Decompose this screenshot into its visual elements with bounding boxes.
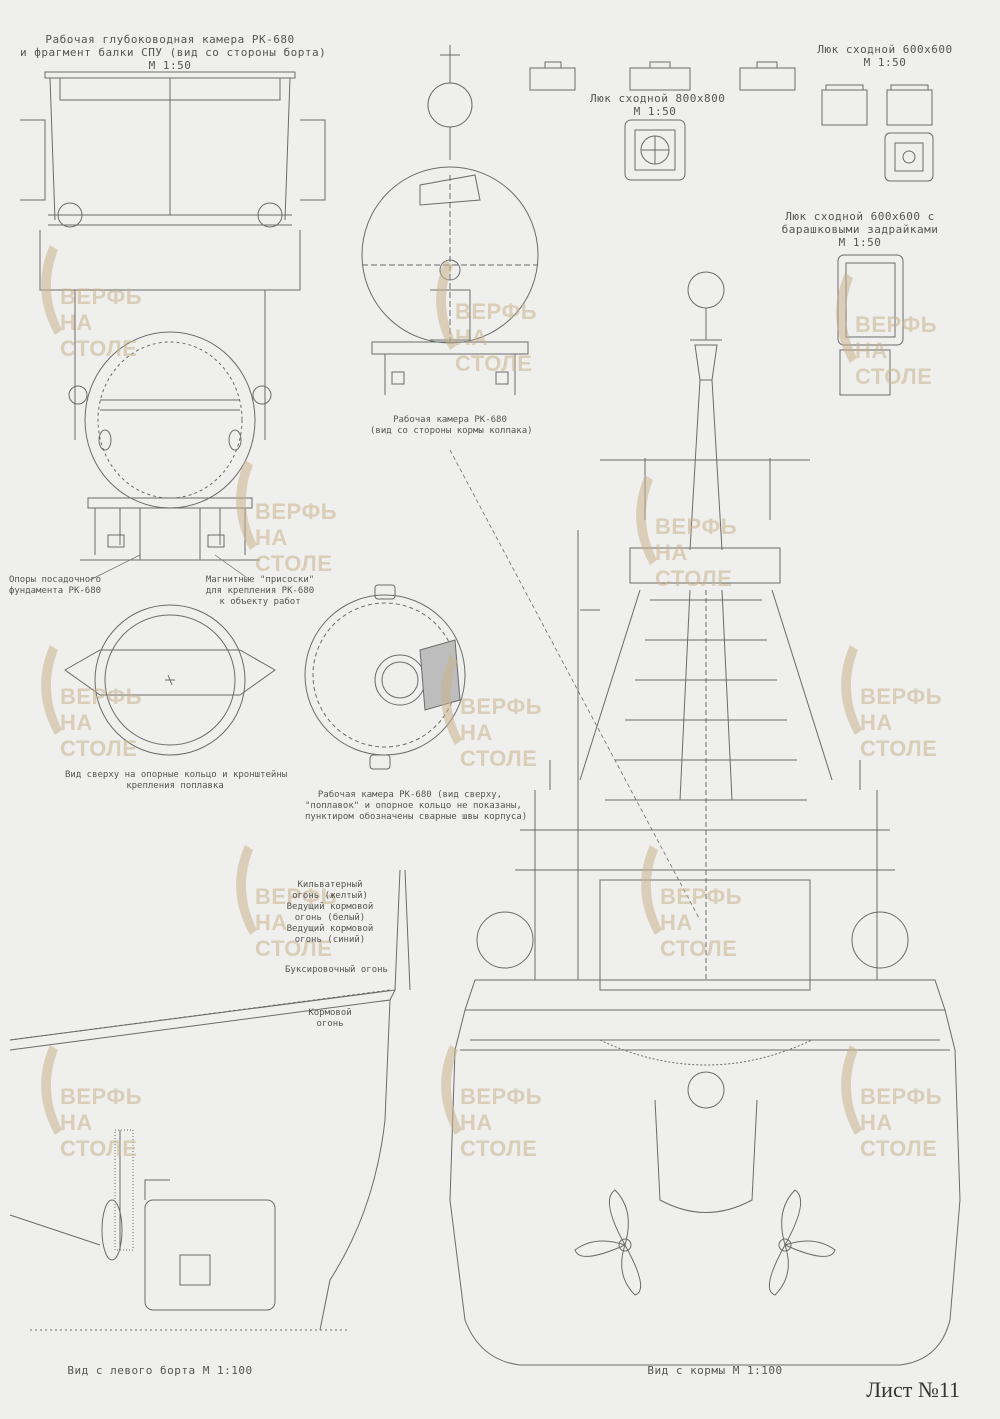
chamber-side-view	[20, 72, 325, 580]
side-view	[10, 870, 410, 1330]
suckers-caption-line1: Магнитные "присоски"	[205, 575, 315, 585]
lights-caption: Кильватерный огонь (желтый) Ведущий корм…	[285, 880, 375, 946]
chamber-side-title: Рабочая глубоководная камера РК-680 и фр…	[20, 33, 327, 72]
chamber-aft-caption-line1: Рабочая камера РК-680	[393, 415, 507, 425]
towing-light-label: Буксировочный огонь	[285, 965, 388, 975]
stern-view-caption: Вид с кормы М 1:100	[647, 1364, 783, 1377]
chamber-side-title-line2: и фрагмент балки СПУ (вид со стороны бор…	[20, 46, 327, 59]
supports-caption: Опоры посадочного фундамента РК-680	[5, 575, 105, 597]
ring-top-caption: Вид сверху на опорные кольцо и кронштейн…	[65, 770, 288, 792]
light-label-1: Кильватерный	[297, 880, 363, 890]
light-label-3: Ведущий кормовой	[286, 902, 374, 912]
light-label-4: огонь (белый)	[294, 913, 366, 923]
stern-light-line2: огонь	[316, 1019, 344, 1029]
hatch-600b-title-line2: барашковыми задрайками	[781, 223, 939, 236]
hatch-drawings	[530, 62, 933, 395]
suckers-caption-line3: к объекту работ	[219, 597, 301, 607]
chamber-top-caption-line1: Рабочая камера РК-680 (вид сверху,	[317, 790, 503, 800]
hatch-800-scale: М 1:50	[633, 105, 677, 118]
chamber-aft-view	[362, 45, 538, 395]
sheet-number: Лист №11	[866, 1377, 960, 1402]
stern-view	[450, 272, 960, 1365]
ring-top-caption-line2: крепления поплавка	[126, 781, 224, 791]
chamber-top-view	[305, 585, 465, 769]
light-label-6: огонь (синий)	[294, 935, 366, 945]
stern-light-line1: Кормовой	[308, 1008, 352, 1018]
hatch-800-caption: Люк сходной 800х800 М 1:50	[590, 92, 726, 118]
chamber-aft-caption: Рабочая камера РК-680 (вид со стороны ко…	[370, 415, 533, 437]
hatch-600b-scale: М 1:50	[838, 236, 882, 249]
ring-top-view	[65, 605, 275, 755]
hatch-800-title: Люк сходной 800х800	[590, 92, 726, 105]
stern-light-caption: Кормовой огонь	[300, 1008, 360, 1030]
light-label-2: огонь (желтый)	[292, 891, 368, 901]
suckers-caption-line2: для крепления РК-680	[205, 586, 315, 596]
hatch-600-caption: Люк сходной 600х600 М 1:50	[815, 43, 955, 69]
chamber-top-caption: Рабочая камера РК-680 (вид сверху, "попл…	[305, 790, 528, 823]
propeller-right	[769, 1190, 835, 1295]
propeller-left	[575, 1190, 641, 1295]
chamber-top-caption-line3: пунктиром обозначены сварные швы корпуса…	[305, 812, 528, 822]
hatch-600-scale: М 1:50	[863, 56, 907, 69]
ring-top-caption-line1: Вид сверху на опорные кольцо и кронштейн…	[65, 770, 288, 780]
side-view-caption: Вид с левого борта М 1:100	[67, 1364, 253, 1377]
chamber-top-caption-line2: "поплавок" и опорное кольцо не показаны,	[305, 801, 522, 811]
suckers-caption: Магнитные "присоски" для крепления РК-68…	[205, 575, 315, 608]
supports-caption-line1: Опоры посадочного	[8, 575, 102, 585]
chamber-side-title-line1: Рабочая глубоководная камера РК-680	[45, 33, 295, 46]
hatch-600b-title-line1: Люк сходной 600х600 с	[785, 210, 935, 223]
hatch-600b-caption: Люк сходной 600х600 с барашковыми задрай…	[770, 210, 950, 249]
light-label-5: Ведущий кормовой	[286, 924, 374, 934]
supports-caption-line2: фундамента РК-680	[8, 586, 102, 596]
chamber-side-scale: М 1:50	[148, 59, 192, 72]
chamber-aft-caption-line2: (вид со стороны кормы колпака)	[370, 426, 533, 436]
hatch-600-title: Люк сходной 600х600	[817, 43, 953, 56]
